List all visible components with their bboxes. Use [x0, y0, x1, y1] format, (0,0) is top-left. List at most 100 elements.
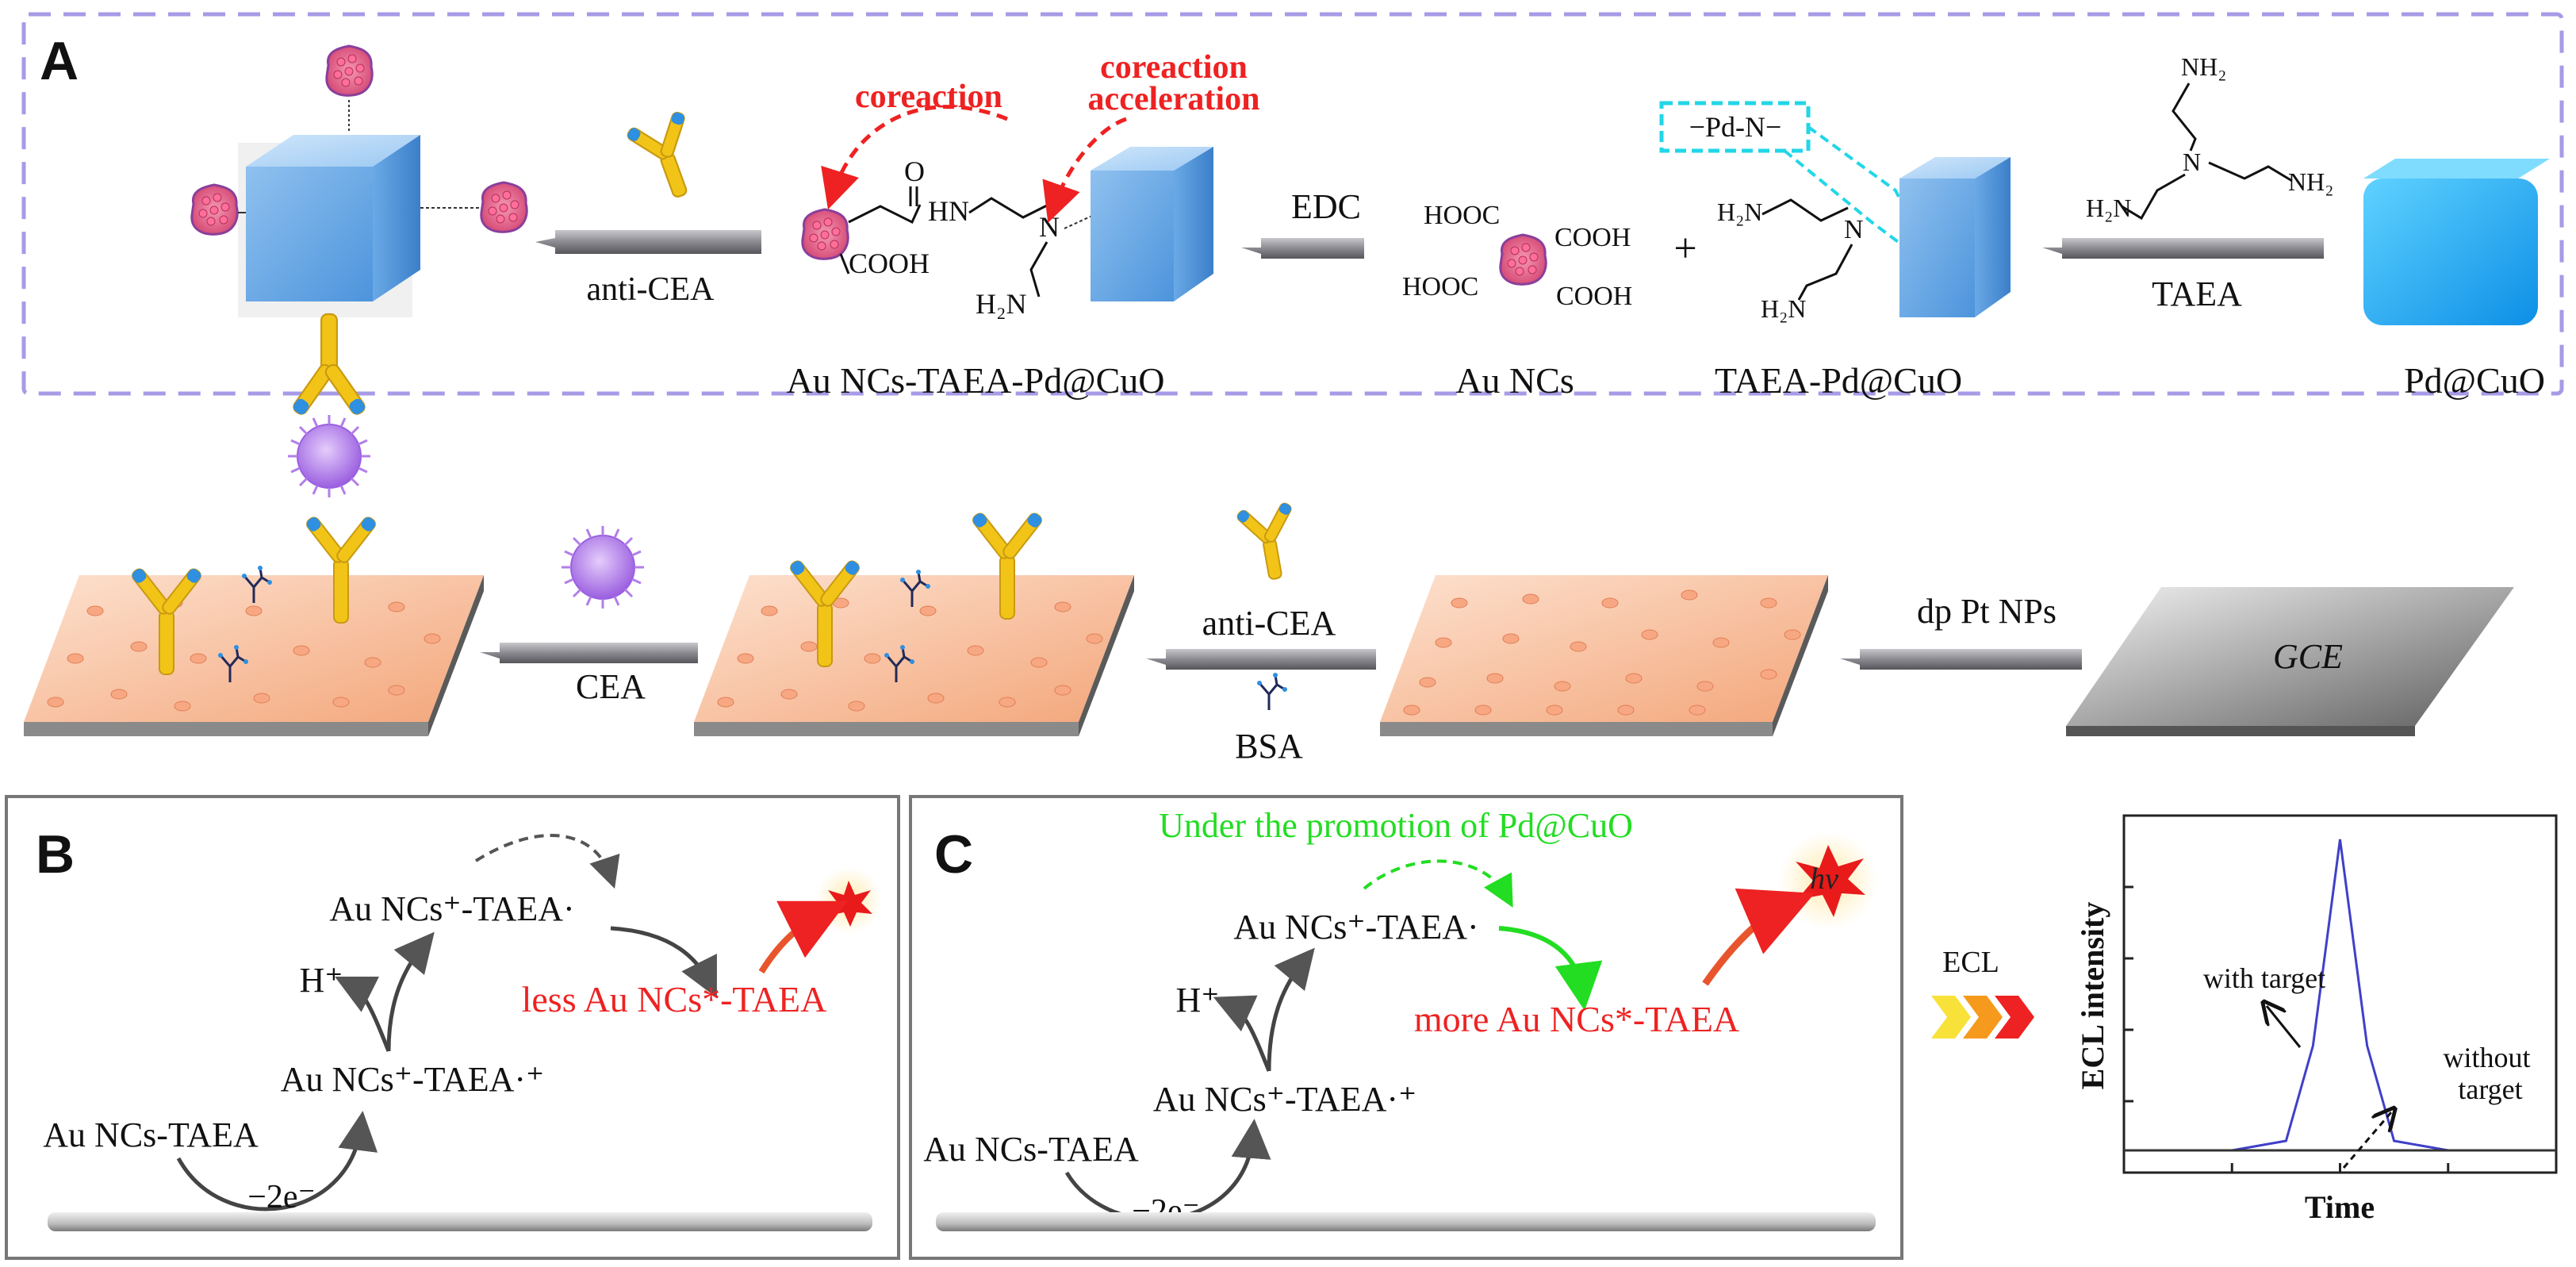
chart-x-label: Time [2305, 1189, 2375, 1225]
coreaction-acceleration-label-2: acceleration [1088, 81, 1260, 117]
panel-c-more: more Au NCs*-TAEA [1414, 999, 1739, 1039]
arrow-edc [1241, 238, 1364, 259]
antibody-on-cube [293, 313, 366, 415]
arrow-taea [2042, 238, 2324, 259]
panel-c-emission-arrow [1702, 888, 1815, 986]
panel-a: A [21, 12, 2564, 415]
conjugate-cube [238, 135, 420, 317]
panel-c-radical: Au NCs⁺-TAEA· [1233, 908, 1478, 946]
chem-h2n-taea-2: H₂N [1761, 294, 1806, 323]
arrow-cea-label: CEA [576, 667, 646, 706]
panel-c-start: Au NCs-TAEA [923, 1130, 1139, 1169]
pdcuo-label: Pd@CuO [2404, 360, 2545, 401]
panel-a-letter: A [40, 31, 79, 91]
ecl-chevron-1 [1931, 996, 1971, 1039]
panel-b-flash-icon [828, 881, 872, 927]
chem-nh2-right: NH₂ [2288, 167, 2333, 196]
chem-n-taea-free: N [2183, 148, 2201, 176]
chem-hooc-top: HOOC [1424, 201, 1500, 230]
chem-n-taea: N [1844, 215, 1864, 244]
pdcuo-cube-start [2363, 159, 2550, 325]
chart-y-label: ECL intensity [2075, 902, 2110, 1090]
arrow-anti-cea-label-row2: anti-CEA [1202, 604, 1336, 643]
chem-h2n-left: H₂N [2086, 194, 2131, 222]
chem-nh2-top: NH₂ [2181, 52, 2226, 81]
chem-h2n-conjugate: H₂N [976, 288, 1027, 320]
panel-b-cation: Au NCs⁺-TAEA·⁺ [281, 1060, 545, 1099]
chem-o: O [904, 155, 925, 187]
arrow-anti-cea-label: anti-CEA [587, 271, 715, 308]
nanocluster-conjugate [801, 208, 849, 260]
chart-annotation-with-target: with target [2203, 962, 2325, 994]
chem-hooc-bottom: HOOC [1402, 272, 1478, 301]
nanocluster-left [190, 183, 239, 236]
gce-label: GCE [2273, 637, 2343, 676]
chem-cooh-conjugate: COOH [849, 248, 930, 279]
chart-arrow-without-target [2342, 1112, 2391, 1169]
chart-annotation-without-line-1: without [2443, 1042, 2530, 1073]
arrow-edc-label: EDC [1291, 187, 1361, 226]
arrow-dp-pt [1840, 649, 2082, 670]
panel-b: B Au NCs⁺-TAEA· less Au NCs*-TAEA H⁺ Au … [5, 795, 900, 1260]
panel-c-electrode-bar [936, 1212, 1876, 1231]
chem-n-conjugate: N [1039, 211, 1060, 243]
panel-b-letter: B [36, 824, 75, 885]
coreaction-arrow [821, 105, 1008, 210]
ecl-chart: with target without target Time ECL inte… [2075, 814, 2558, 1225]
ecl-chevron-3 [1995, 996, 2034, 1039]
panel-b-radical: Au NCs⁺-TAEA· [329, 889, 574, 928]
arrow-cea [480, 643, 698, 663]
pdcuo-cube-conjugate [1091, 147, 1213, 301]
electrode-pt [1380, 575, 1828, 736]
panel-a-dashed-border [21, 12, 2564, 396]
arrow-dp-pt-label: dp Pt NPs [1917, 592, 2057, 631]
panel-b-less: less Au NCs*-TAEA [522, 979, 827, 1019]
cea-virus-bound [286, 413, 372, 499]
coreaction-label: coreaction [855, 79, 1002, 115]
ecl-arrow-label: ECL [1942, 946, 1999, 979]
chart-arrow-with-target [2267, 1006, 2302, 1048]
panel-c-h-plus: H⁺ [1176, 981, 1220, 1019]
chem-hn: HN [928, 195, 969, 227]
chart-annotation-without-target: without target [2443, 1042, 2537, 1105]
chem-cooh-top: COOH [1554, 223, 1631, 252]
pdcuo-cube-taea [1899, 157, 2011, 317]
panel-c-frame [909, 795, 1903, 1260]
au-ncs-label: Au NCs [1455, 360, 1574, 401]
chart-series-with-target [2124, 839, 2556, 1152]
panel-c-cation: Au NCs⁺-TAEA·⁺ [1153, 1080, 1417, 1119]
electrode-antibody [694, 575, 1134, 736]
plus-sign: + [1673, 226, 1696, 271]
nanocluster-top [325, 44, 374, 97]
bsa-label: BSA [1235, 727, 1303, 766]
electrode-final [24, 575, 484, 736]
chart-plot-frame [2122, 814, 2558, 1174]
chart-x-ticks [2230, 1163, 2450, 1173]
panel-b-electrode-bar [48, 1212, 872, 1231]
arrow-taea-label: TAEA [2152, 275, 2242, 313]
panel-c-letter: C [934, 824, 973, 885]
cea-virus-icon [560, 524, 646, 610]
panel-b-electrons: −2e⁻ [247, 1179, 316, 1215]
arrow-anti-cea-bsa [1146, 649, 1376, 670]
chem-cooh-bottom: COOH [1556, 282, 1632, 311]
ecl-chevron-2 [1963, 996, 2003, 1039]
panel-b-start: Au NCs-TAEA [43, 1115, 259, 1154]
taea-pd-label: TAEA-Pd@CuO [1715, 360, 1962, 401]
coreaction-acceleration-arrow [1042, 117, 1127, 223]
chart-y-ticks [2124, 885, 2133, 1103]
ecl-arrow-group: ECL [1931, 946, 2034, 1039]
panel-b-h-plus: H⁺ [300, 961, 343, 1000]
bsa-icon [1255, 671, 1289, 712]
chem-h2n-taea-1: H₂N [1717, 198, 1762, 226]
chart-annotation-without-line-2: target [2458, 1073, 2522, 1105]
au-ncs-cluster [1499, 233, 1547, 286]
anti-cea-antibody-icon [627, 111, 688, 198]
nanocluster-right [480, 181, 528, 233]
electrode-assembly-row: CEA anti-CEA BSA [24, 413, 2514, 766]
panel-c-flash-icon [1796, 845, 1865, 917]
panel-c-hv: hν [1810, 862, 1838, 896]
panel-c-promotion: Under the promotion of Pd@CuO [1159, 806, 1633, 845]
pd-n-label: −Pd-N− [1689, 111, 1782, 143]
